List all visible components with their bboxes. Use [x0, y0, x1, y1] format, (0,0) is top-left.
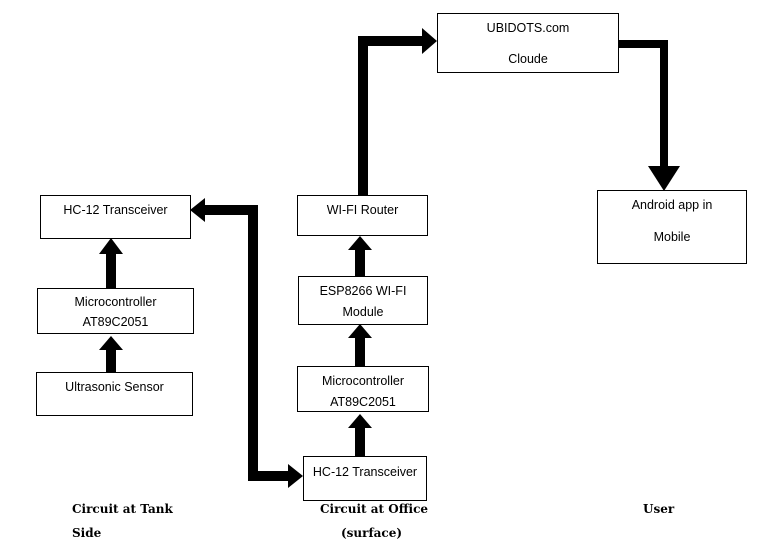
arrow-office-transceiver-to-mcu-shaft	[355, 426, 365, 456]
tank-microcontroller-label-line1: Microcontroller	[74, 295, 157, 309]
arrow-mcu-to-transceiver-head	[99, 238, 123, 254]
arrow-mcu-to-esp-shaft	[355, 336, 365, 366]
arrow-mcu-to-transceiver-shaft	[106, 252, 116, 288]
wifi-router-label: WI-FI Router	[326, 203, 399, 217]
tank-hc12-transceiver-label: HC-12 Transceiver	[63, 203, 168, 217]
ultrasonic-sensor-box: Ultrasonic Sensor	[36, 372, 193, 416]
office-caption-line2: (surface)	[341, 526, 403, 540]
office-microcontroller-label-line2: AT89C2051	[330, 395, 396, 409]
office-hc12-transceiver-label: HC-12 Transceiver	[312, 465, 418, 479]
android-app-label-line1: Android app in	[631, 198, 713, 212]
arrow-sensor-to-mcu-shaft	[106, 348, 116, 372]
office-caption-line1: Circuit at Office	[320, 502, 429, 516]
office-microcontroller-label-line1: Microcontroller	[322, 374, 404, 388]
esp8266-module-label-line1: ESP8266 WI-FI	[319, 284, 407, 298]
link-arrow-to-tank-head	[190, 198, 205, 222]
arrow-cloud-to-app-vertical	[660, 40, 668, 168]
ultrasonic-sensor-label: Ultrasonic Sensor	[65, 380, 164, 394]
tank-side-caption-line2: Side	[72, 526, 102, 540]
link-top-segment	[203, 205, 258, 215]
user-caption: User	[643, 502, 675, 516]
android-app-label-line2: Mobile	[653, 230, 691, 244]
ubidots-cloud-label-line2: Cloude	[508, 52, 548, 66]
ubidots-cloud-box: UBIDOTS.com Cloude	[437, 13, 619, 73]
link-bottom-segment	[248, 471, 290, 481]
android-app-box: Android app in Mobile	[597, 190, 747, 264]
tank-microcontroller-box: Microcontroller AT89C2051	[37, 288, 194, 334]
tank-side-caption-line1: Circuit at Tank	[72, 502, 173, 516]
link-vertical-segment	[248, 205, 258, 481]
tank-hc12-transceiver-box: HC-12 Transceiver	[40, 195, 191, 239]
esp8266-module-box: ESP8266 WI-FI Module	[298, 276, 428, 325]
tank-microcontroller-label-line2: AT89C2051	[82, 315, 149, 329]
arrow-router-to-cloud-horizontal	[358, 36, 424, 46]
arrow-router-to-cloud-head	[422, 28, 437, 54]
arrow-esp-to-router-shaft	[355, 248, 365, 276]
arrow-router-to-cloud-vertical	[358, 36, 368, 196]
arrow-office-transceiver-to-mcu-head	[348, 414, 372, 428]
office-hc12-transceiver-box: HC-12 Transceiver	[303, 456, 427, 501]
arrow-mcu-to-esp-head	[348, 324, 372, 338]
arrow-cloud-to-app-horizontal	[619, 40, 668, 48]
arrow-sensor-to-mcu-head	[99, 336, 123, 350]
ubidots-cloud-label-line1: UBIDOTS.com	[486, 21, 570, 35]
arrow-esp-to-router-head	[348, 236, 372, 250]
arrow-cloud-to-app-head	[648, 166, 680, 191]
wifi-router-box: WI-FI Router	[297, 195, 428, 236]
esp8266-module-label-line2: Module	[342, 305, 384, 319]
link-arrow-to-office-head	[288, 464, 303, 488]
office-microcontroller-box: Microcontroller AT89C2051	[297, 366, 429, 412]
